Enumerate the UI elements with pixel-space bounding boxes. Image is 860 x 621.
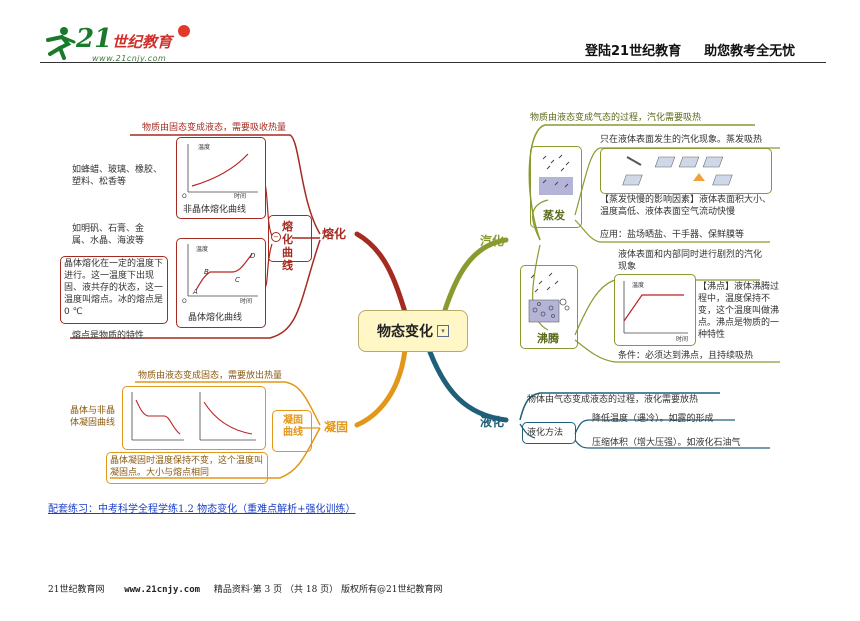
liquefy-methods-label: 液化方法	[527, 428, 564, 438]
crystal-chart-xlabel: 时间	[240, 298, 253, 305]
melting-point-note: 熔点是物质的特性	[72, 331, 145, 341]
crystal-caption: 晶体熔化曲线	[188, 313, 243, 323]
footer-page-info: 精品资料·第 3 页 （共 18 页） 版权所有@21世纪教育网	[213, 585, 443, 595]
branch-solidify-label[interactable]: 凝固	[324, 420, 349, 434]
solidify-crystal-note: 晶体凝固时温度保持不变，这个温度叫凝固点。大小与熔点相同	[110, 456, 264, 478]
crystal-desc-box: 晶体熔化在一定的温度下进行。这一温度下出现固、液共存的状态，这一温度叫熔点。冰的…	[60, 256, 168, 324]
boiling-label: 沸腾	[537, 332, 559, 345]
evaporation-factors: 【蒸发快慢的影响因素】液体表面积大小、温度高低、液体表面空气流动快慢	[600, 195, 772, 217]
amorphous-chart-ylabel: 温度	[198, 144, 211, 151]
solidify-curve-group: 凝固曲线	[272, 410, 312, 452]
melting-amorphous-box	[176, 137, 266, 219]
boiling-condition: 条件：必须达到沸点，且持续吸热	[618, 351, 754, 361]
slogan-part-2: 助您教考全无忧	[704, 44, 796, 59]
running-figure-icon	[46, 27, 76, 60]
practice-link[interactable]: 配套练习：中考科学全程学练1.2 物态变化（重难点解析+强化训练）	[48, 504, 356, 515]
crystal-chart-origin: O	[182, 298, 187, 305]
crystal-desc: 晶体熔化在一定的温度下进行。这一温度下出现固、液共存的状态，这一温度叫熔点。冰的…	[64, 259, 164, 317]
filter-icon[interactable]: ▾	[437, 325, 449, 337]
point-a-label: A	[193, 288, 198, 296]
point-c-label: C	[235, 276, 240, 284]
melting-curve-group: 熔化曲线 −	[268, 215, 312, 272]
logo-text: 世纪教育	[112, 33, 173, 51]
melting-crystal-box	[176, 238, 266, 328]
logo-url: www.21cnjy.com	[92, 54, 167, 63]
footer-url[interactable]: www.21cnjy.com	[124, 585, 201, 595]
crystal-examples: 如明矾、石膏、金属、水晶、海波等	[72, 224, 145, 246]
solidify-chart-box	[122, 386, 266, 450]
header-slogan: 登陆21世纪教育 助您教考全无忧	[585, 40, 795, 59]
center-node[interactable]: 物态变化 ▾	[358, 310, 468, 352]
footer-site: 21世纪教育网	[48, 585, 105, 595]
boiling-chart	[623, 281, 688, 334]
branch-liquefy-label[interactable]: 液化	[480, 415, 505, 429]
amorphous-chart-xlabel: 时间	[234, 193, 247, 200]
amorphous-caption: 非晶体熔化曲线	[183, 205, 247, 215]
liquefy-definition: 物体由气态变成液态的过程，液化需要放热	[527, 395, 699, 405]
header-divider	[40, 62, 826, 63]
vaporize-definition: 物质由液态变成气态的过程，汽化需要吸热	[530, 113, 702, 123]
evaporation-label: 蒸发	[543, 209, 565, 222]
tomato-icon	[178, 25, 190, 37]
liquefy-method-1: 降低温度（遇冷）。如露的形成	[592, 414, 714, 424]
amorphous-examples: 如蜂蜡、玻璃、橡胶、塑料、松香等	[72, 165, 163, 187]
amorphous-chart-origin: O	[182, 193, 187, 200]
point-d-label: D	[250, 252, 256, 260]
branch-melting-label[interactable]: 熔化	[322, 227, 347, 241]
evaporation-experiment-icon	[622, 156, 733, 186]
boiling-desc: 液体表面和内部同时进行剧烈的汽化现象	[618, 250, 763, 272]
crystal-chart-ylabel: 温度	[196, 246, 209, 253]
branch-vaporize-label[interactable]: 汽化	[480, 234, 505, 248]
logo-number: 21	[76, 24, 113, 54]
evaporation-applications: 应用：盐场晒盐、干手器、保鲜膜等	[600, 230, 745, 240]
evaporation-icon	[539, 154, 573, 195]
boiling-icon	[528, 272, 570, 323]
logo[interactable]: 21 世纪教育 www.21cnjy.com	[38, 22, 198, 66]
melting-curve-label: 熔化曲线	[282, 220, 293, 272]
liquefy-methods-node[interactable]: 液化方法	[522, 422, 576, 444]
header: 21 世纪教育 www.21cnjy.com 登陆21世纪教育 助您教考全无忧	[0, 0, 860, 70]
boiling-point-desc: 【沸点】液体沸腾过程中，温度保持不变，这个温度叫做沸点。沸点是物质的一种特性	[698, 282, 780, 340]
solidify-curve-label: 凝固曲线	[283, 415, 303, 438]
amorphous-melting-chart	[187, 144, 258, 193]
liquefy-method-2: 压缩体积（增大压强）。如液化石油气	[592, 438, 741, 448]
solidify-crystal-box: 晶体凝固时温度保持不变，这个温度叫凝固点。大小与熔点相同	[106, 452, 268, 484]
footer: 21世纪教育网 www.21cnjy.com 精品资料·第 3 页 （共 18 …	[48, 582, 442, 595]
evaporation-node[interactable]: 蒸发	[530, 146, 582, 228]
center-label: 物态变化	[377, 324, 433, 340]
solidify-curve-note: 晶体与非晶体凝固曲线	[70, 406, 116, 428]
solidify-definition: 物质由液态变成固态，需要放出热量	[138, 371, 283, 381]
slogan-part-1: 登陆21世纪教育	[585, 44, 682, 59]
evaporation-desc: 只在液体表面发生的汽化现象。蒸发吸热	[600, 135, 763, 145]
crystal-melting-chart	[187, 244, 258, 297]
boiling-chart-ylabel: 温度	[632, 282, 645, 289]
boiling-chart-box	[614, 274, 696, 346]
solidify-charts	[131, 392, 256, 441]
evaporation-illustration	[600, 148, 772, 194]
boiling-chart-xlabel: 时间	[676, 336, 689, 343]
boiling-node[interactable]: 沸腾	[520, 265, 578, 349]
melting-definition: 物质由固态变成液态，需要吸收热量	[142, 123, 287, 133]
point-b-label: B	[204, 268, 209, 276]
collapse-toggle-icon[interactable]: −	[271, 232, 281, 242]
